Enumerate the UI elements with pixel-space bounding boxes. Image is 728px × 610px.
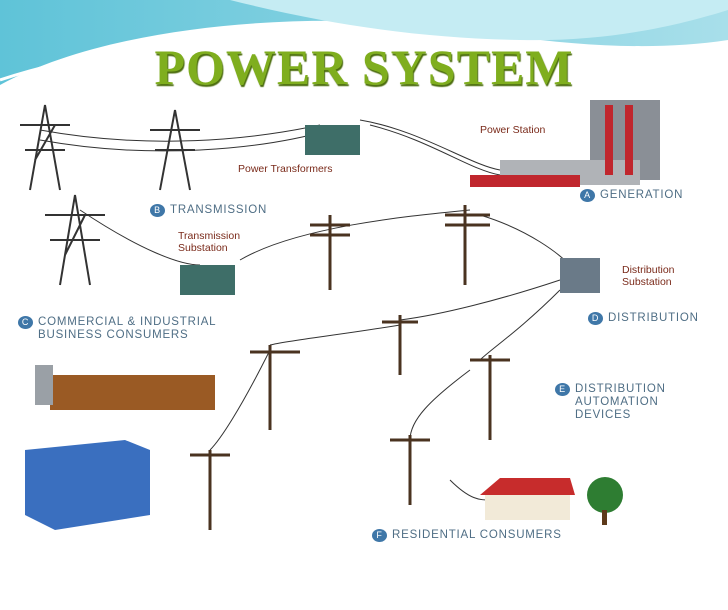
page-title: POWER SYSTEM (154, 39, 574, 95)
power-lines (39, 119, 571, 501)
power-transformer (305, 125, 360, 155)
distribution-substation (560, 258, 600, 293)
caption-power-station: Power Station (480, 124, 546, 136)
transmission-substation (180, 265, 235, 295)
caption-power-transformers: Power Transformers (238, 163, 333, 175)
transmission-towers (20, 104, 200, 286)
tree (587, 477, 623, 513)
utility-poles (190, 205, 510, 530)
office-building (25, 440, 150, 530)
house (480, 478, 575, 495)
factory (50, 375, 215, 410)
